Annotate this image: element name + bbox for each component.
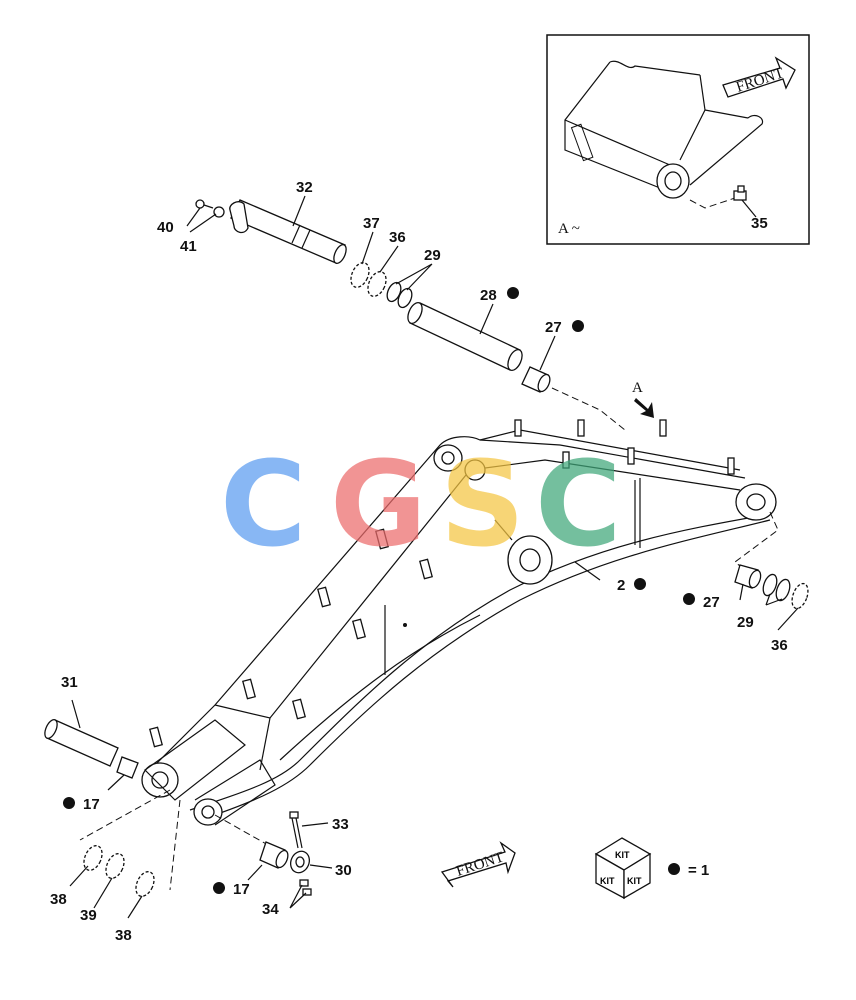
bushing-17-left [116, 756, 139, 779]
ring-29-right [762, 573, 791, 602]
inset-caption: A ~ [558, 221, 580, 237]
label-39: 39 [80, 907, 97, 924]
kit-legend-text: = 1 [688, 862, 709, 879]
pin-31 [44, 718, 119, 767]
watermark-letter-s: S [440, 435, 525, 573]
label-40: 40 [157, 219, 174, 236]
label-32: 32 [296, 179, 313, 196]
label-31: 31 [61, 674, 78, 691]
shim-38-a [83, 845, 103, 871]
watermark-letter-c1: C [220, 435, 307, 573]
nut-34 [299, 879, 312, 896]
kit-box-icon: KIT KIT KIT [594, 837, 652, 900]
kit-dot-27-right [683, 593, 695, 605]
label-33: 33 [332, 816, 349, 833]
pin-axis-line-lower-right [214, 814, 269, 846]
label-2: 2 [617, 577, 625, 594]
leader-lines [69, 195, 799, 919]
label-41: 41 [180, 238, 197, 255]
label-36-upper: 36 [389, 229, 406, 246]
pin-32 [229, 199, 347, 265]
watermark: C G S C [220, 435, 622, 573]
shim-36-right [791, 582, 809, 610]
washer-41 [213, 206, 225, 218]
label-34: 34 [262, 901, 279, 918]
inset-view-a: FRONT A ~ [546, 34, 810, 245]
front-arrow-label: FRONT [454, 849, 506, 879]
label-35: 35 [751, 215, 768, 232]
kit-dot-28 [507, 287, 519, 299]
label-36-right: 36 [771, 637, 788, 654]
bushing-17-right [259, 841, 289, 869]
shim-37 [350, 262, 370, 288]
watermark-letter-g: G [330, 435, 427, 573]
kit-left-label: KIT [600, 876, 615, 886]
shim-36-upper [367, 271, 387, 297]
label-38-a: 38 [50, 891, 67, 908]
label-17-left: 17 [83, 796, 100, 813]
label-29-upper: 29 [424, 247, 441, 264]
grease-fitting-35 [733, 185, 747, 201]
label-28: 28 [480, 287, 497, 304]
shim-38-b [135, 871, 155, 897]
ring-29-upper [386, 281, 413, 309]
kit-dot-2 [634, 578, 646, 590]
collar-30 [289, 850, 311, 874]
kit-legend-dot [668, 863, 680, 875]
bolt-40 [195, 199, 214, 209]
part-labels: 32 40 41 37 36 29 28 27 35 2 27 29 36 31… [50, 179, 788, 944]
pin-axis-line-right [734, 511, 779, 571]
bolt-33 [289, 811, 303, 849]
view-a-label: A [632, 380, 643, 396]
pin-axis-line-upper [551, 387, 626, 431]
label-37: 37 [363, 215, 380, 232]
watermark-letter-c2: C [535, 435, 622, 573]
bushing-27-upper [521, 366, 551, 393]
kit-top-label: KIT [615, 850, 630, 860]
label-30: 30 [335, 862, 352, 879]
kit-dot-17-right [213, 882, 225, 894]
kit-dot-27-upper [572, 320, 584, 332]
shim-39 [105, 853, 125, 879]
front-direction-arrow: FRONT [440, 841, 516, 888]
bushing-28 [407, 302, 523, 371]
kit-right-label: KIT [627, 876, 642, 886]
view-a-arrow [634, 398, 654, 418]
pin-axis-line-lower-left [79, 789, 181, 891]
label-38-b: 38 [115, 927, 132, 944]
label-29-right: 29 [737, 614, 754, 631]
bushing-27-right [734, 564, 762, 589]
label-17-right: 17 [233, 881, 250, 898]
boom [141, 419, 777, 826]
kit-dot-17-left [63, 797, 75, 809]
label-27-upper: 27 [545, 319, 562, 336]
label-27-right: 27 [703, 594, 720, 611]
